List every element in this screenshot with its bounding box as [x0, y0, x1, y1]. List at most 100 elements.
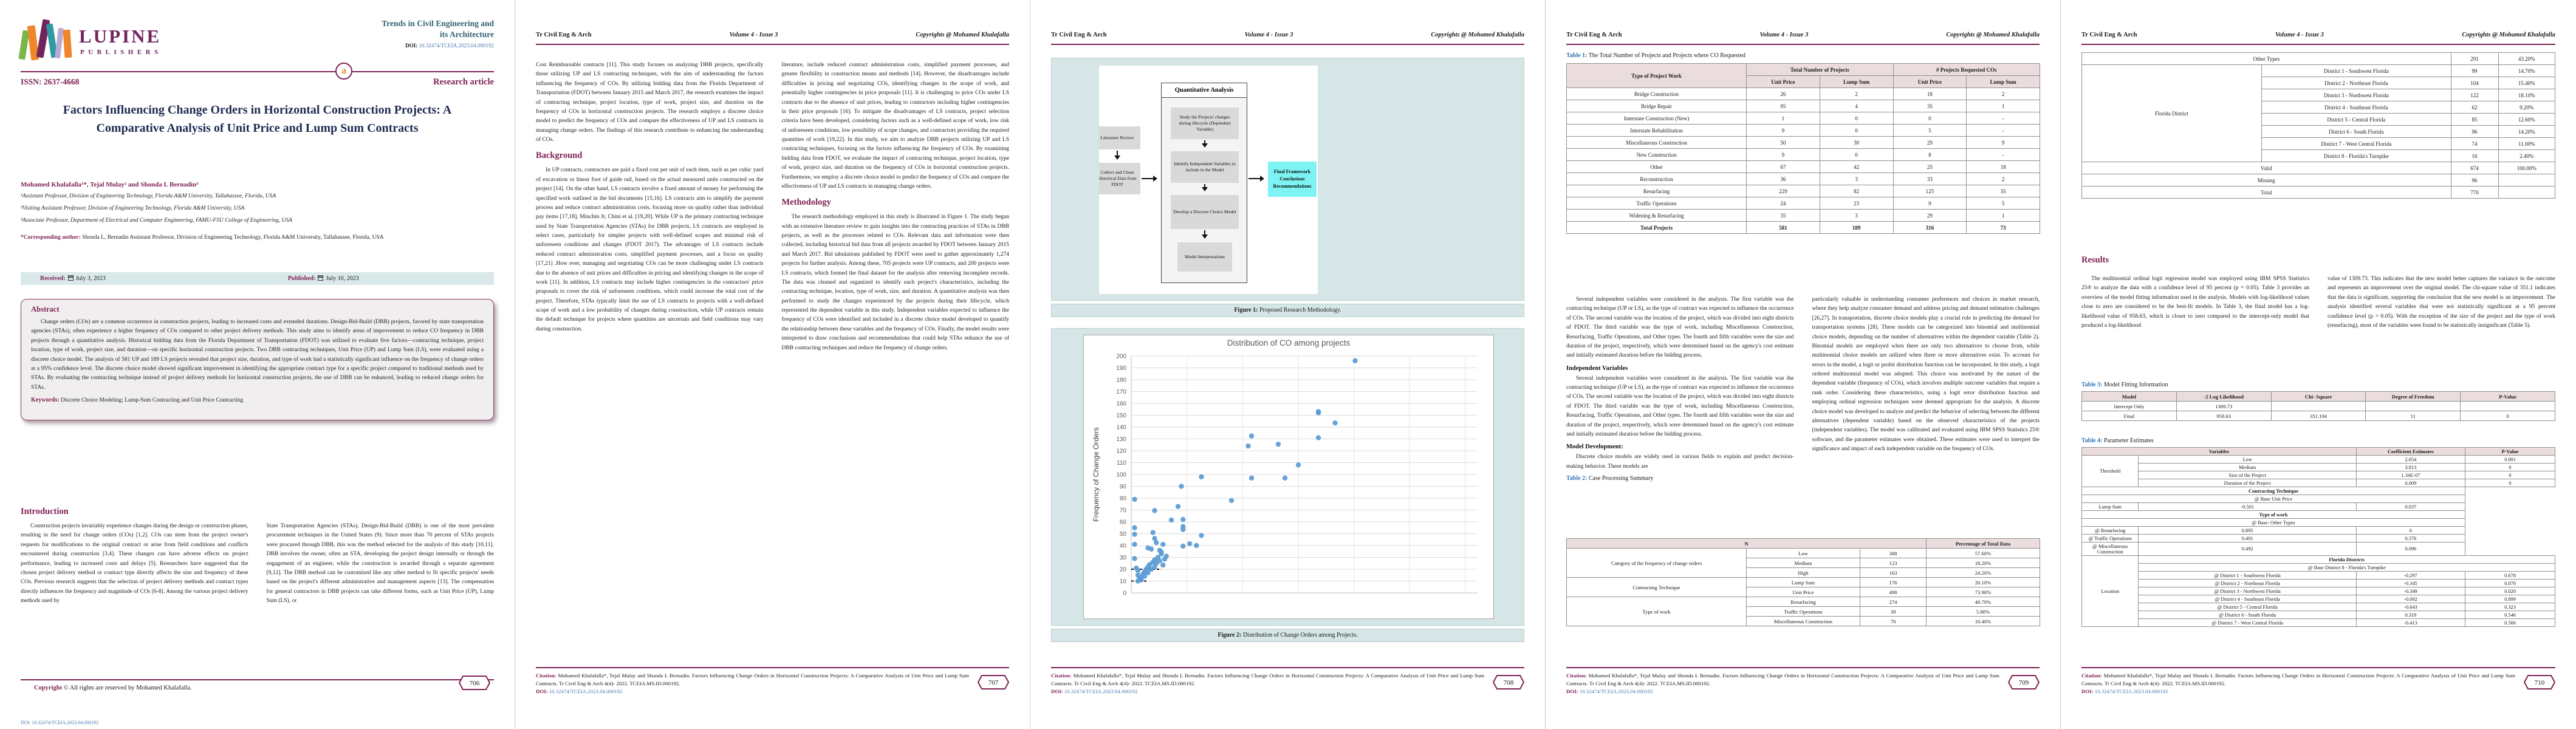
table-cell: 674: [2450, 162, 2499, 174]
table-cell: -: [1966, 112, 2040, 125]
doi-link[interactable]: 10.32474/TCEIA.2023.04.000192: [1578, 688, 1653, 695]
section-cell: Type of work: [2081, 510, 2465, 519]
table-cell: 498: [1859, 587, 1927, 597]
table-cell: -0.345: [2355, 579, 2465, 587]
table-cell: Traffic Operations: [1566, 197, 1747, 210]
scatter-point: [1275, 442, 1281, 447]
table-cell: Miscellaneous Construction: [1746, 616, 1860, 626]
flow-box-collect-data: Collect and Clean Historical Data from F…: [1099, 163, 1140, 194]
table-cell: 73.90%: [1926, 587, 2040, 597]
table-cell: 1: [1966, 209, 2040, 222]
y-tick-label: 60: [1120, 519, 1127, 526]
running-header: Tr Civil Eng & Arch Volume 4 - Issue 3 C…: [2081, 32, 2555, 38]
table-cell: 42: [1819, 160, 1894, 173]
table-cell: 163: [1859, 567, 1927, 578]
affiliation-3: ³Associate Professor, Department of Elec…: [21, 217, 292, 224]
table-cell: 770: [2450, 186, 2499, 199]
scatter-point: [1148, 546, 1154, 552]
introduction-section: Introduction Construction projects invar…: [21, 507, 494, 665]
scatter-point: [1132, 532, 1137, 537]
citation-footer: Citation: Mohamed Khalafalla*, Tejal Mul…: [536, 667, 1010, 696]
scatter-point: [1249, 433, 1255, 439]
y-tick-label: 10: [1120, 578, 1127, 585]
article-type: Research article: [433, 77, 494, 87]
table-cell: 229: [1746, 185, 1820, 197]
table-cell: 0.020: [2464, 587, 2556, 595]
table3-label: Table 3: Model Fitting Information: [2081, 382, 2168, 388]
arrow-right-icon: [1249, 176, 1264, 182]
table-cell: District 5 - Central Florida: [2261, 113, 2451, 126]
table-cell: 1: [1746, 112, 1820, 125]
table-cell: 26: [1746, 87, 1820, 100]
table-cell: -: [1966, 124, 2040, 137]
table-cell: @ Base: Other Types: [2081, 518, 2465, 527]
doi-link[interactable]: 10.32474/TCEIA.2023.04.000192: [547, 688, 623, 695]
arrow-down-icon: [1202, 230, 1208, 239]
column-header: Percentage of Total Data: [1926, 538, 2040, 549]
arrow-right-icon: [1142, 176, 1157, 182]
independent-variables-heading: Independent Variables: [1566, 364, 1628, 372]
authors: Mohamed Khalafalla¹*, Tejal Mulay² and S…: [21, 181, 199, 188]
table-cell: 29: [1893, 209, 1967, 222]
footer-doi[interactable]: DOI: 10.32474/TCEIA.2023.04.000192: [21, 720, 99, 725]
scatter-point: [1132, 525, 1137, 530]
publisher-logo: LUPINE PUBLISHERS: [18, 17, 221, 70]
doi-link[interactable]: 10.32474/TCEIA.2023.04.000192: [419, 43, 495, 49]
table-cell: -0.501: [2138, 502, 2357, 511]
scatter-point: [1150, 530, 1156, 535]
scatter-point: [1145, 570, 1151, 576]
table-cell: @ Traffic Operations: [2081, 534, 2139, 542]
header-rule: [21, 71, 494, 72]
table-cell: 14.70%: [2498, 64, 2555, 77]
y-tick-label: 200: [1116, 354, 1126, 360]
citation-text: Citation: Mohamed Khalafalla*, Tejal Mul…: [1566, 673, 1999, 695]
table-cell: 57.60%: [1926, 548, 2040, 558]
table-cell: New Construction: [1566, 148, 1747, 161]
table-cell: 2: [1966, 173, 2040, 185]
page-4: Tr Civil Eng & Arch Volume 4 - Issue 3 C…: [1546, 0, 2061, 729]
footer-rule: [21, 679, 494, 680]
p2-col1-para2: In UP contracts, contractors are paid a …: [536, 167, 764, 332]
group-cell: Location: [2081, 555, 2139, 627]
table-cell: 10.40%: [1926, 616, 2040, 626]
table-cell: Widening & Resurfacing: [1566, 209, 1747, 222]
table-cell: 0: [2460, 411, 2555, 421]
table-cell: District 2 - Northeast Florida: [2261, 77, 2451, 89]
table-cell: 0: [1819, 112, 1894, 125]
table-cell: District 1 - Southwest Florida: [2261, 64, 2451, 77]
table-cell: 0.546: [2464, 611, 2556, 619]
svg-text:709: 709: [2019, 679, 2029, 686]
scatter-point: [1199, 533, 1204, 538]
p2-col2-para1: literature, include reduced contract adm…: [781, 62, 1010, 190]
table-cell: 24: [1746, 197, 1820, 210]
doi-link[interactable]: 10.32474/TCEIA.2023.04.000192: [2093, 688, 2168, 695]
table-cell: 1.34E-07: [2355, 471, 2465, 479]
scatter-point: [1152, 536, 1157, 541]
doi-link[interactable]: 10.32474/TCEIA.2023.04.000192: [1063, 688, 1138, 695]
p4-col2-para: particularly valuable in understanding c…: [1812, 296, 2040, 452]
scatter-point: [1154, 539, 1159, 546]
received-date: July 3, 2023: [75, 275, 106, 282]
model-development-heading: Model Development:: [1566, 443, 1623, 451]
scatter-point: [1179, 484, 1184, 489]
y-tick-label: 170: [1116, 389, 1126, 395]
table-row: @ Base Unit Price: [2081, 495, 2555, 503]
scatter-point: [1157, 558, 1162, 564]
table-cell: 0.895: [2138, 526, 2357, 535]
scatter-point: [1228, 498, 1235, 504]
y-tick-label: 130: [1116, 436, 1126, 443]
page-5: Tr Civil Eng & Arch Volume 4 - Issue 3 C…: [2061, 0, 2576, 729]
table-cell: 9: [1966, 136, 2040, 149]
